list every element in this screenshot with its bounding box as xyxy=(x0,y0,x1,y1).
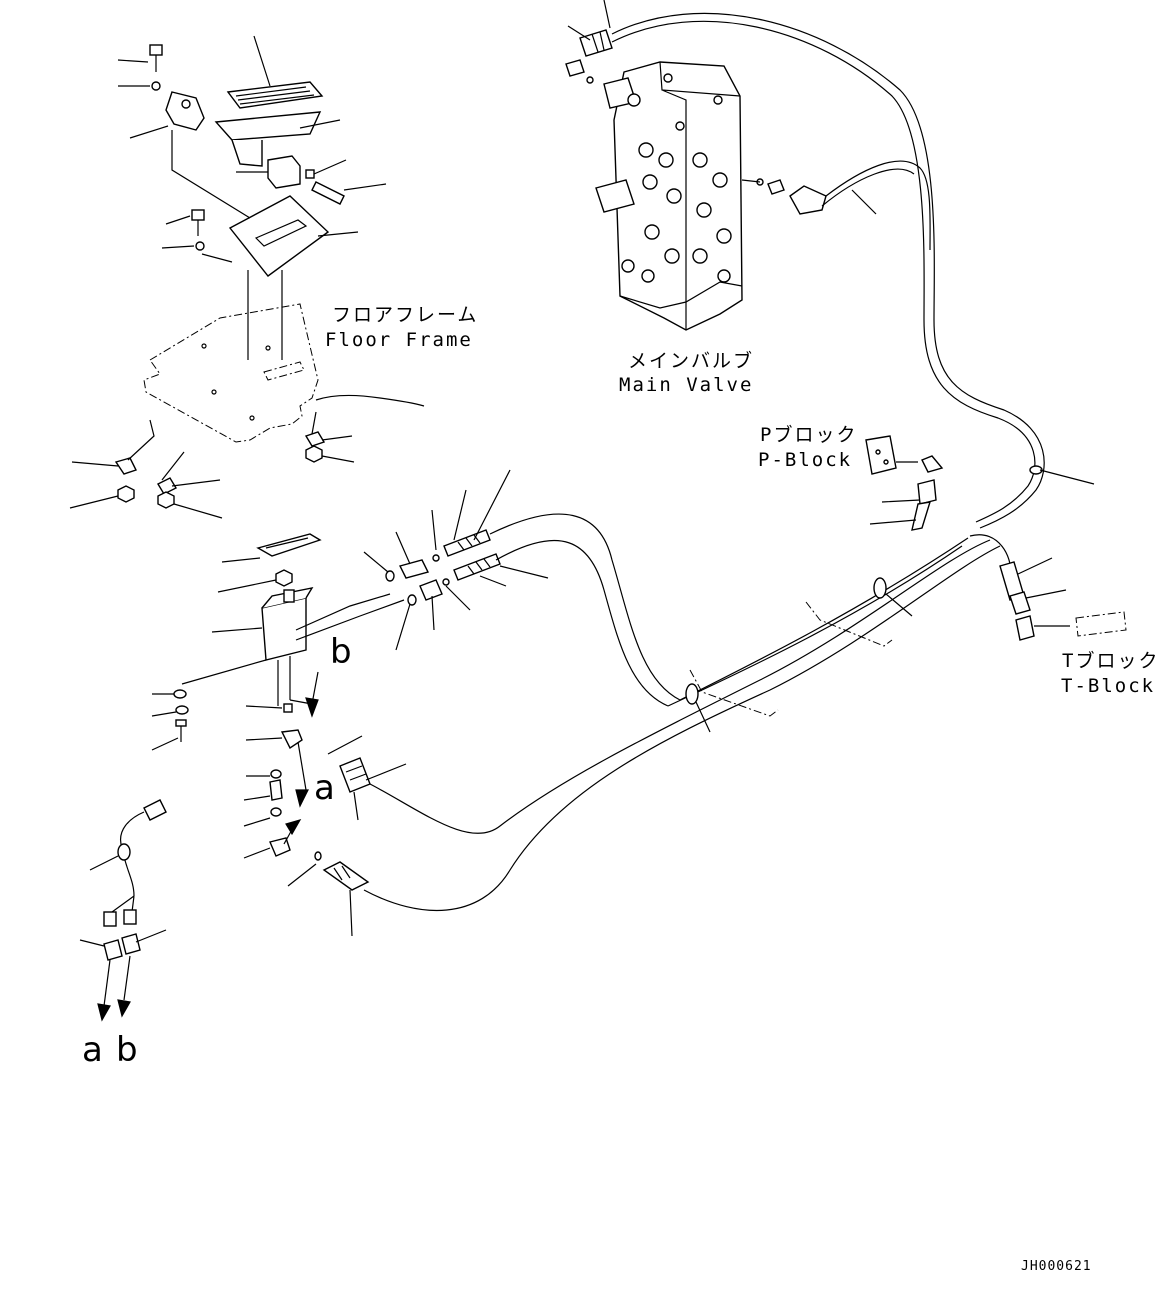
sensor-harness xyxy=(79,799,167,1022)
hose-fittings xyxy=(287,469,549,937)
t-block-label-en: T-Block xyxy=(1061,675,1156,697)
p-block xyxy=(865,435,944,531)
pedal-assembly xyxy=(117,35,387,360)
hoses xyxy=(363,12,1095,912)
connection-mark-a-bottom: a xyxy=(82,1030,103,1070)
floor-frame-label-en: Floor Frame xyxy=(325,329,473,351)
main-valve-label-en: Main Valve xyxy=(619,374,754,396)
t-block xyxy=(999,557,1127,641)
p-block-label-jp: Pブロック xyxy=(760,424,858,446)
connection-mark-b-bottom: b xyxy=(116,1030,138,1070)
connection-mark-a: a xyxy=(314,768,335,808)
main-valve xyxy=(565,0,877,331)
floor-frame xyxy=(69,303,425,519)
main-valve-label-jp: メインバルブ xyxy=(628,350,755,372)
drawing-code: JH000621 xyxy=(1021,1259,1092,1274)
floor-frame-label-jp: フロアフレーム xyxy=(332,304,479,326)
ppc-valve-assembly xyxy=(151,533,405,859)
t-block-label-jp: Tブロック xyxy=(1062,650,1160,672)
connection-mark-b: b xyxy=(330,632,352,672)
p-block-label-en: P-Block xyxy=(758,449,853,471)
